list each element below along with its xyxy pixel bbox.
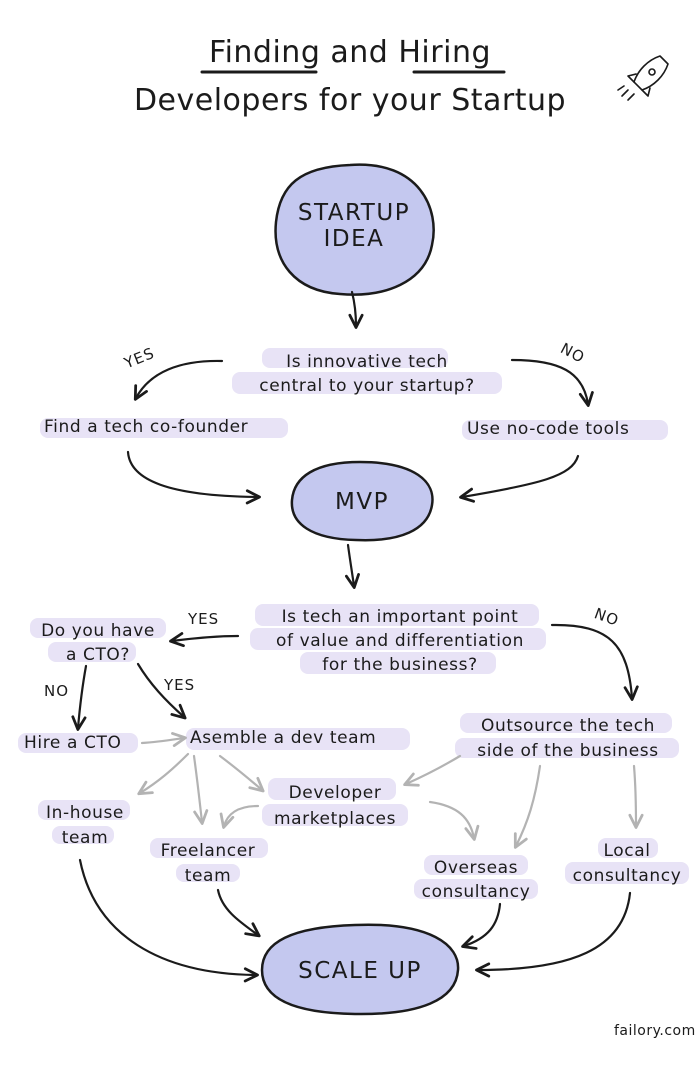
flow-arrows [71,290,639,983]
freelancer-line1: Freelancer [160,841,256,861]
title-word-hiring: Hiring [398,35,491,70]
title-word-finding: Finding [209,35,321,70]
option-no-code-tools: Use no-code tools [467,419,630,439]
freelancer-line2: team [184,866,232,886]
question-3-line2: a CTO? [65,645,131,665]
arrow-q2-no [550,623,639,701]
arrow-assemble-to-inhouse [137,752,190,796]
marketplaces-line2: marketplaces [273,809,397,829]
arrow-overseas-to-scale [461,902,502,950]
arrow-marketplaces-to-freelancer [219,804,260,829]
marketplaces-line1: Developer [288,783,382,803]
scale-up-node [260,923,460,1016]
startup-idea-line1: STARTUP [297,200,411,226]
arrow-hirecto-to-assemble [140,732,187,748]
startup-idea-node [274,163,435,296]
page-title-line1: Finding and Hiring [0,38,700,68]
mvp-label: MVP [335,489,389,515]
option-outsource-tech: Outsource the tech side of the business [440,714,696,764]
branch-no-label-3: NO [44,682,70,700]
question-innovative-tech: Is innovative tech central to your start… [217,350,517,398]
scale-up-label: SCALE UP [298,958,422,984]
inhouse-line2: team [61,828,109,848]
question-tech-differentiation: Is tech an important point of value and … [245,605,555,677]
branch-yes-label-2: YES [188,610,220,628]
page-title-line2: Developers for your Startup [133,83,567,118]
arrow-marketplaces-to-overseas [428,800,480,841]
question-2-line2: of value and differentiation [276,631,524,651]
option-developer-marketplaces: Developer marketplaces [250,780,420,832]
arrow-inhouse-to-scale [78,858,259,983]
arrow-q2-yes [169,632,240,648]
arrow-q1-yes [133,359,224,401]
arrow-outsource-to-marketplaces [403,754,462,787]
outsource-line1: Outsource the tech [480,716,656,736]
arrow-cto-yes [136,662,187,720]
local-line2: consultancy [572,866,682,886]
startup-idea-line2: IDEA [323,226,385,253]
arrow-nocode-to-mvp [459,454,580,503]
overseas-line2: consultancy [421,882,531,902]
branch-yes-label-3: YES [164,676,196,694]
arrow-outsource-to-overseas [513,764,542,849]
inhouse-line1: In-house [46,803,124,823]
arrow-assemble-to-freelancer [192,754,209,825]
option-tech-cofounder: Find a tech co-founder [44,417,249,437]
arrow-cto-no [71,664,88,731]
option-freelancer-team: Freelancer team [138,839,278,889]
arrow-idea-to-q1 [348,290,364,329]
startup-idea-label: STARTUP IDEA [272,200,436,253]
text-highlights [18,348,689,899]
arrow-assemble-to-marketplaces [218,754,265,793]
question-2-line3: for the business? [322,655,478,675]
arrow-local-to-scale [475,891,632,978]
option-local-consultancy: Local consultancy [556,839,698,889]
question-3-line1: Do you have [41,621,155,641]
footer-brand: failory.com [614,1023,696,1039]
arrow-mvp-to-q2 [344,543,360,589]
arrow-outsource-to-local [628,764,644,829]
question-have-cto: Do you have a CTO? [20,619,176,667]
option-hire-cto: Hire a CTO [24,733,122,753]
option-in-house-team: In-house team [20,801,150,851]
overseas-line1: Overseas [433,858,519,878]
option-arrows [137,732,644,849]
option-overseas-consultancy: Overseas consultancy [404,856,548,904]
question-2-line1: Is tech an important point [281,607,519,627]
arrow-cofounder-to-mvp [126,450,261,505]
rocket-icon [617,55,669,101]
question-1-line1: Is innovative tech [286,352,448,372]
outsource-line2: side of the business [477,741,659,761]
question-1-line2: central to your startup? [259,376,475,396]
arrow-q1-no [510,358,594,407]
title-word-and: and [320,35,399,70]
local-line1: Local [603,841,651,861]
mvp-node [290,460,434,542]
option-assemble-dev-team: Asemble a dev team [190,728,377,748]
arrow-freelancer-to-scale [216,888,261,938]
